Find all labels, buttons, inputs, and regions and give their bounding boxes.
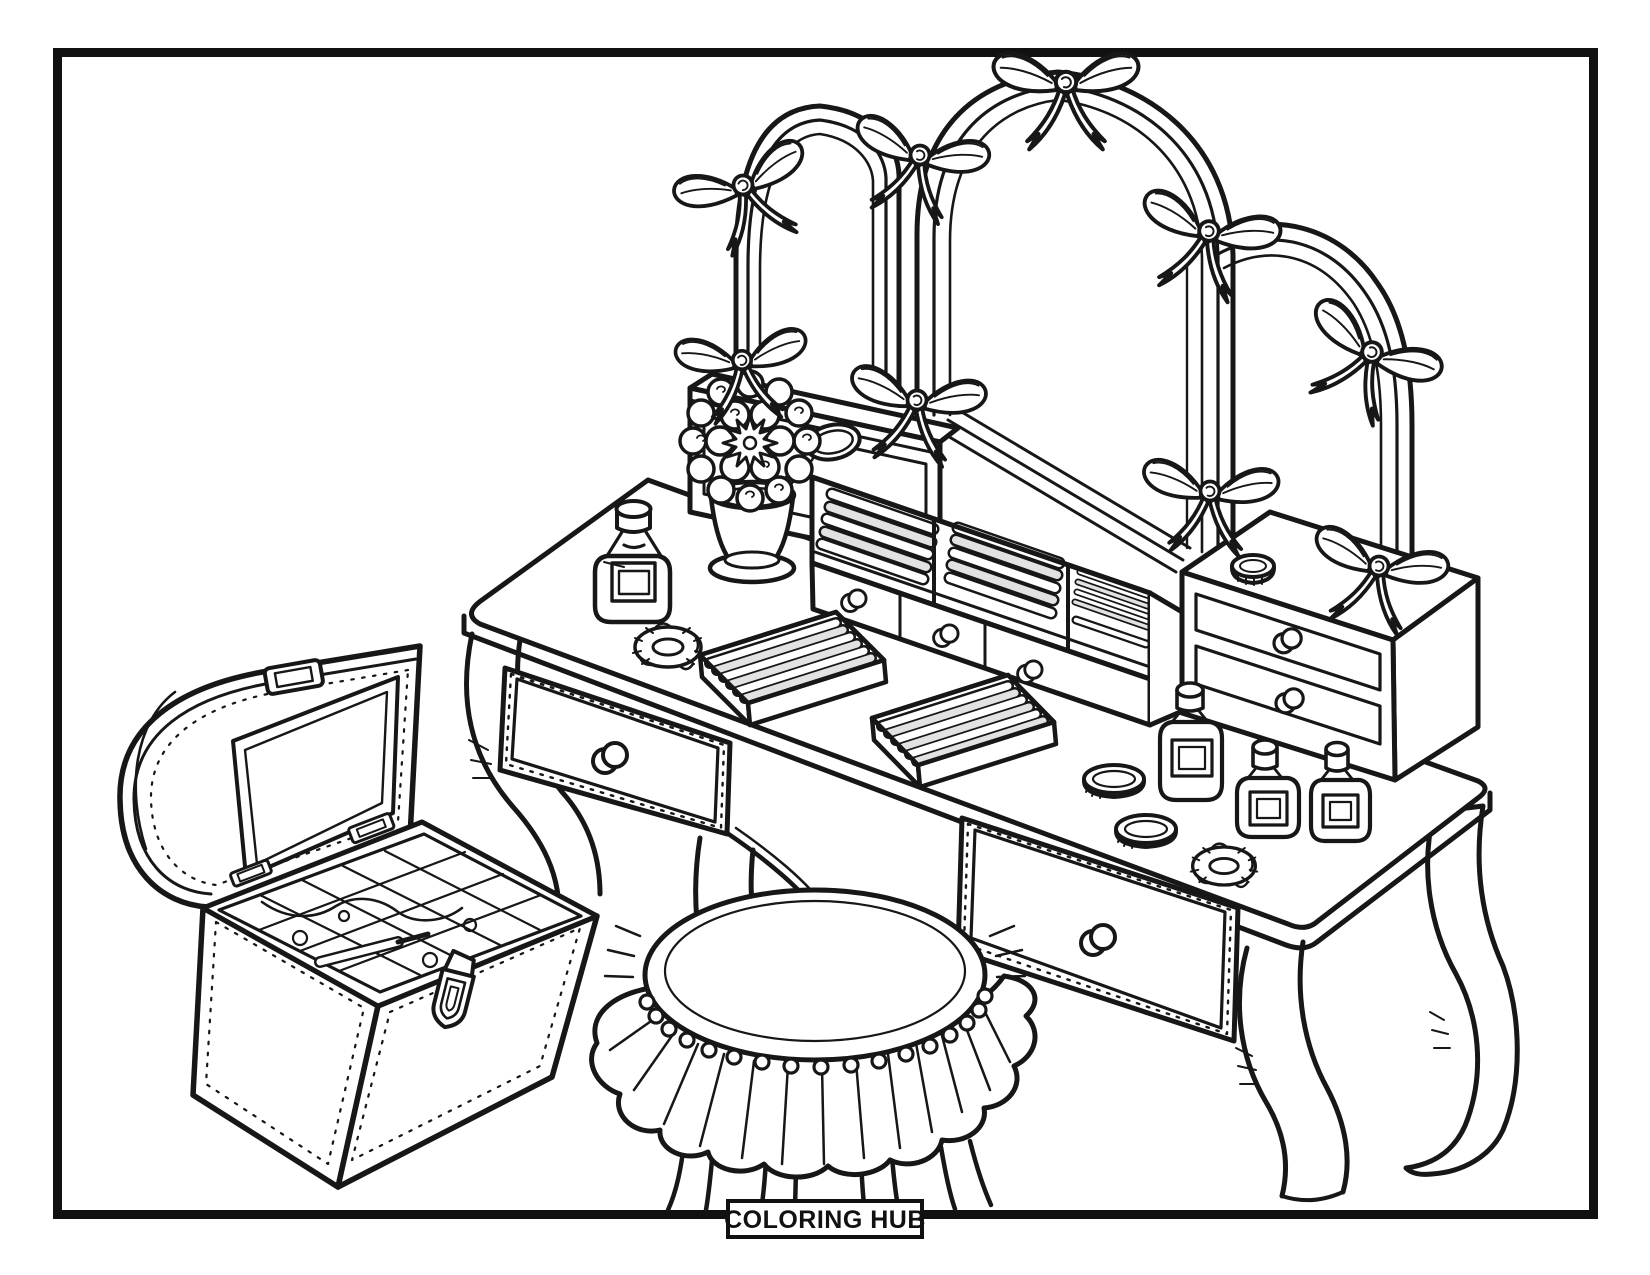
open-jewelry-trunk [117, 643, 600, 1190]
open-cosmetics-tray [697, 609, 889, 728]
cream-jar [1230, 553, 1276, 586]
trunk-hinge [347, 812, 396, 845]
mini-drawer-chest [1179, 509, 1481, 783]
liner-pencil-tray [1071, 568, 1162, 649]
left-drawer [497, 665, 733, 837]
ribbon-bow-icon [1278, 293, 1449, 444]
tabletop-edge-band [461, 613, 1493, 951]
open-cosmetics-tray [869, 672, 1059, 790]
trunk-lid [117, 643, 423, 910]
powder-compact [1082, 763, 1146, 799]
stool-cushion [642, 887, 988, 1063]
table-leg-front-right [1235, 939, 1350, 1203]
stitch-border [204, 920, 366, 1166]
trunk-interior-tray [257, 849, 543, 977]
right-drawer [955, 815, 1241, 1044]
table-leg-back-right [1403, 803, 1520, 1177]
stitch-border [350, 926, 582, 1162]
perfume-bottle [1234, 738, 1302, 840]
stool-pleats [608, 992, 1012, 1166]
ribbon-bow-icon [1123, 185, 1286, 313]
stool-bead-trim [638, 987, 994, 1076]
footer-brand: COLORING HUB [724, 1199, 926, 1239]
perfume-bottle [592, 499, 673, 625]
perfume-bottle [1308, 740, 1373, 844]
lipstick-tray [815, 487, 940, 586]
trunk-hinge [229, 858, 273, 888]
powder-compact [1114, 813, 1178, 849]
brand-label-box [726, 1199, 924, 1239]
perfume-bottle [1157, 681, 1225, 803]
lid-clasp-tab [262, 658, 325, 696]
trunk-clasp [431, 948, 476, 1030]
vanity-stool [589, 887, 1038, 1214]
brand-label: COLORING HUB [724, 1206, 926, 1234]
mirror-bottom-rail [939, 406, 1192, 574]
